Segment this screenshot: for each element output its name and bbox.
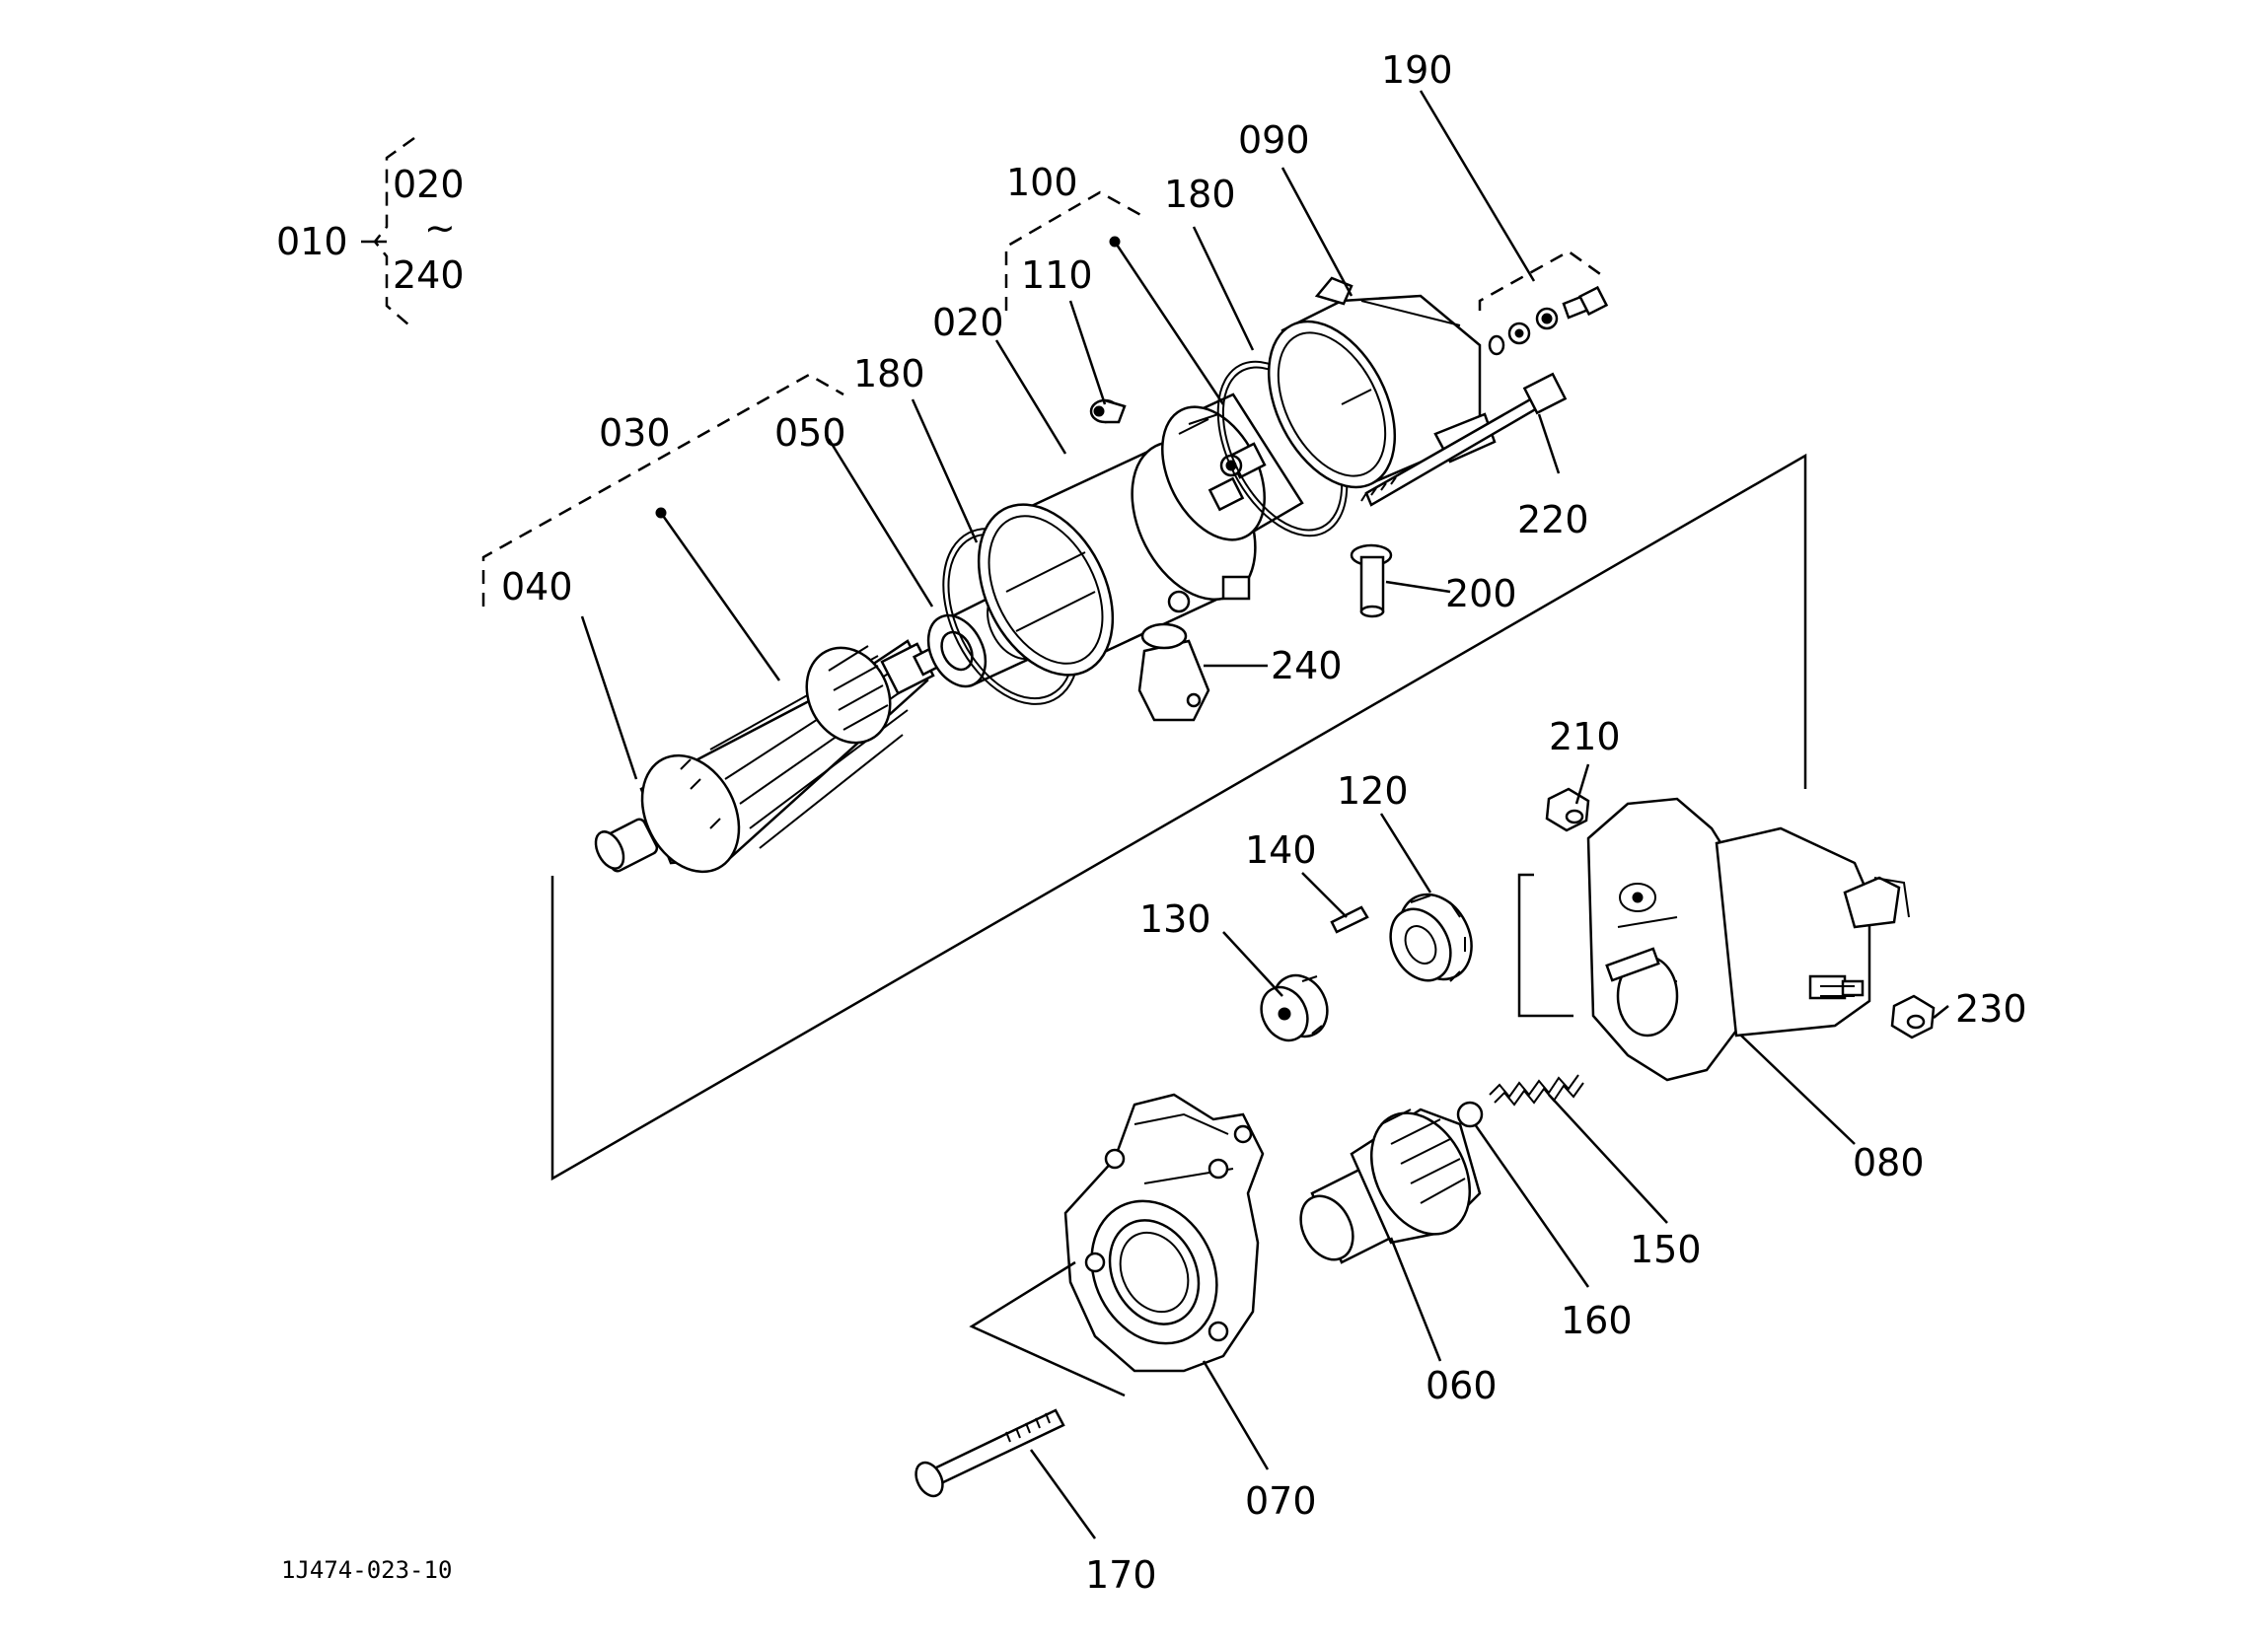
drive-pinion-part xyxy=(1299,1108,1482,1264)
callout-030: 030 xyxy=(599,411,671,455)
through-bolt-part xyxy=(1360,372,1568,507)
callout-050: 050 xyxy=(774,411,846,455)
armature-part xyxy=(594,639,945,874)
terminal-boot-part xyxy=(1137,622,1210,722)
group-bracket-100 xyxy=(1004,190,1145,311)
assembly-frame-inner xyxy=(1517,873,1573,1018)
assembly-bracket: 010 020 ~ 240 xyxy=(276,136,465,326)
callout-100: 100 xyxy=(1006,161,1078,204)
callout-120: 120 xyxy=(1337,769,1409,813)
callout-230: 230 xyxy=(1955,987,2027,1031)
assembly-range-to: 240 xyxy=(393,253,465,297)
idler-gear-part xyxy=(1389,893,1473,982)
nut-210-part xyxy=(1545,787,1590,832)
yoke-part xyxy=(977,441,1257,677)
callout-labels: 190 090 100 180 110 020 180 030 050 040 … xyxy=(501,48,2027,1597)
nut-230-part xyxy=(1890,994,1936,1039)
assembly-range-tilde: ~ xyxy=(424,206,456,250)
callout-160: 160 xyxy=(1561,1299,1633,1342)
leader-lines xyxy=(580,90,1949,1539)
callout-080: 080 xyxy=(1853,1141,1925,1184)
callout-130: 130 xyxy=(1139,897,1211,941)
callout-070: 070 xyxy=(1245,1479,1317,1523)
callout-110: 110 xyxy=(1021,253,1093,297)
roller-part xyxy=(1330,905,1369,934)
assembly-range-from: 020 xyxy=(393,163,465,206)
callout-210: 210 xyxy=(1549,715,1621,758)
callout-020: 020 xyxy=(932,301,1004,344)
group-bracket-190 xyxy=(1478,250,1604,311)
drawing-number: 1J474-023-10 xyxy=(281,1556,452,1584)
assembly-frame-line xyxy=(550,453,1807,1181)
assembly-label: 010 xyxy=(276,220,348,263)
callout-180-right: 180 xyxy=(1164,173,1236,216)
callout-200: 200 xyxy=(1445,572,1517,615)
callout-240: 240 xyxy=(1271,644,1343,687)
callout-060: 060 xyxy=(1426,1364,1498,1407)
callout-170: 170 xyxy=(1085,1553,1157,1597)
retainer-part xyxy=(1260,973,1329,1042)
long-bolt-part xyxy=(915,1408,1065,1498)
callout-040: 040 xyxy=(501,565,573,608)
callout-140: 140 xyxy=(1245,828,1317,872)
callout-090: 090 xyxy=(1238,118,1310,162)
solenoid-housing-part xyxy=(1586,797,1910,1082)
callout-220: 220 xyxy=(1517,498,1589,541)
group-bracket-030 xyxy=(481,373,844,607)
nut-washer-set-part xyxy=(1488,285,1609,356)
callout-180-left: 180 xyxy=(853,352,925,395)
spring-part xyxy=(1489,1074,1584,1107)
drive-housing-part xyxy=(1063,1093,1265,1373)
callout-150: 150 xyxy=(1630,1228,1702,1271)
pin-part xyxy=(1350,543,1393,618)
brush-spring-part xyxy=(1089,398,1127,424)
steel-ball-part xyxy=(1456,1101,1484,1128)
callout-190: 190 xyxy=(1381,48,1453,92)
